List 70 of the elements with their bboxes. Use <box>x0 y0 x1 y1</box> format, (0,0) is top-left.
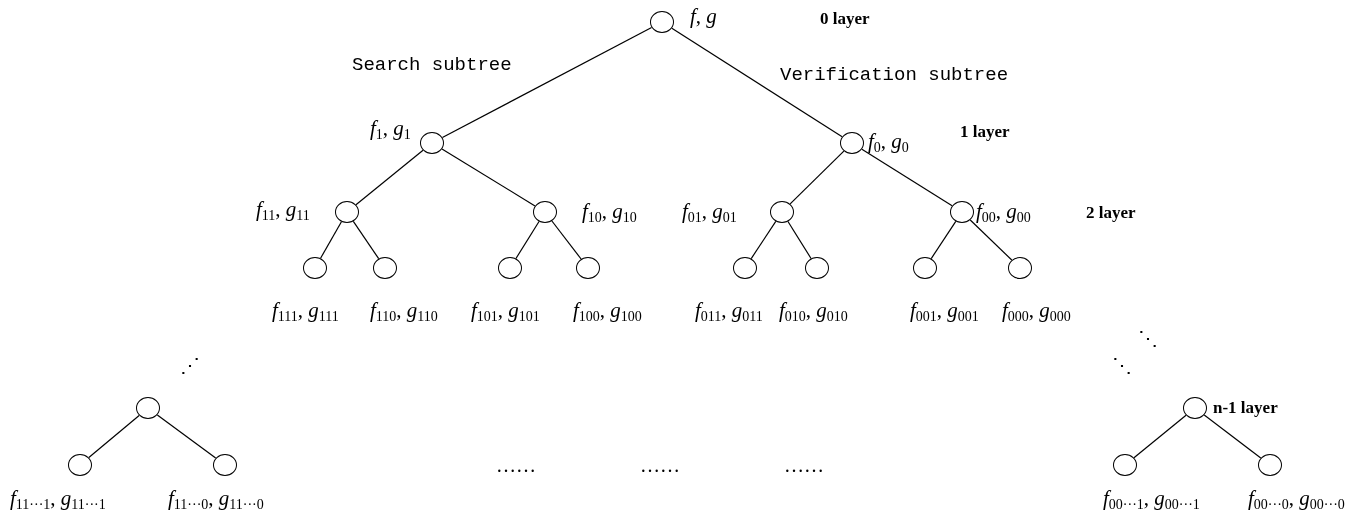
node-label: f$_{010}$, g$_{010}$ <box>779 300 848 324</box>
node-label: f$_{100}$, g$_{100}$ <box>573 300 642 324</box>
node-label: f, g <box>690 6 717 27</box>
node-label: f$_{00···0}$, g$_{00···0}$ <box>1248 488 1345 512</box>
tree-node <box>213 454 237 476</box>
tree-edge <box>1203 414 1262 459</box>
node-label: f$_{1}$, g$_{1}$ <box>370 118 411 142</box>
tree-edge <box>930 220 957 260</box>
tree-edge <box>750 220 777 260</box>
tree-node <box>1008 257 1032 279</box>
tree-edge <box>156 414 217 459</box>
tree-node <box>533 201 557 223</box>
tree-node <box>913 257 937 279</box>
layer-label: n-1 layer <box>1213 399 1278 416</box>
tree-edge <box>1133 414 1187 459</box>
tree-node <box>498 257 522 279</box>
tree-node <box>950 201 974 223</box>
tree-node <box>420 132 444 154</box>
node-label: f$_{11}$, g$_{11}$ <box>256 199 310 223</box>
tree-node <box>1113 454 1137 476</box>
ellipsis: …… <box>784 455 824 475</box>
tree-node <box>576 257 600 279</box>
tree-edge <box>787 220 812 260</box>
tree-node <box>840 132 864 154</box>
ellipsis: ⋰ <box>180 355 200 375</box>
tree-edge <box>671 27 843 138</box>
node-label: f$_{0}$, g$_{0}$ <box>868 131 909 155</box>
subtree-label: Search subtree <box>352 56 512 75</box>
tree-node <box>770 201 794 223</box>
node-label: f$_{001}$, g$_{001}$ <box>910 300 979 324</box>
tree-node <box>1258 454 1282 476</box>
node-label: f$_{111}$, g$_{111}$ <box>272 300 339 324</box>
node-label: f$_{101}$, g$_{101}$ <box>471 300 540 324</box>
tree-node <box>373 257 397 279</box>
tree-edge <box>319 221 343 259</box>
tree-node <box>68 454 92 476</box>
node-label: f$_{01}$, g$_{01}$ <box>682 201 737 225</box>
tree-node <box>1183 397 1207 419</box>
tree-node <box>335 201 359 223</box>
node-label: f$_{10}$, g$_{10}$ <box>582 201 637 225</box>
ellipsis: …… <box>640 455 680 475</box>
tree-node <box>733 257 757 279</box>
tree-node <box>303 257 327 279</box>
node-label: f$_{011}$, g$_{011}$ <box>695 300 763 324</box>
tree-edge <box>88 414 140 459</box>
tree-node <box>805 257 829 279</box>
tree-edge <box>441 26 653 139</box>
node-label: f$_{110}$, g$_{110}$ <box>370 300 438 324</box>
node-label: f$_{11···0}$, g$_{11···0}$ <box>168 488 264 512</box>
node-label: f$_{00···1}$, g$_{00···1}$ <box>1103 488 1200 512</box>
ellipsis: ⋱ <box>1112 355 1132 375</box>
tree-edge <box>515 220 540 260</box>
tree-edge <box>969 219 1013 261</box>
ellipsis: ⋱ <box>1138 328 1158 348</box>
tree-edge <box>441 148 536 207</box>
layer-label: 1 layer <box>960 123 1010 140</box>
node-label: f$_{000}$, g$_{000}$ <box>1002 300 1071 324</box>
tree-edge <box>355 149 424 206</box>
ellipsis: …… <box>496 455 536 475</box>
tree-node <box>650 11 674 33</box>
subtree-label: Verification subtree <box>780 66 1009 85</box>
node-label: f$_{11···1}$, g$_{11···1}$ <box>10 488 106 512</box>
tree-edge <box>352 220 380 260</box>
tree-node <box>136 397 160 419</box>
node-label: f$_{00}$, g$_{00}$ <box>976 201 1031 225</box>
tree-edge <box>861 148 953 207</box>
tree-edge <box>551 220 582 260</box>
layer-label: 2 layer <box>1086 204 1136 221</box>
layer-label: 0 layer <box>820 10 870 27</box>
tree-edge <box>789 150 845 205</box>
